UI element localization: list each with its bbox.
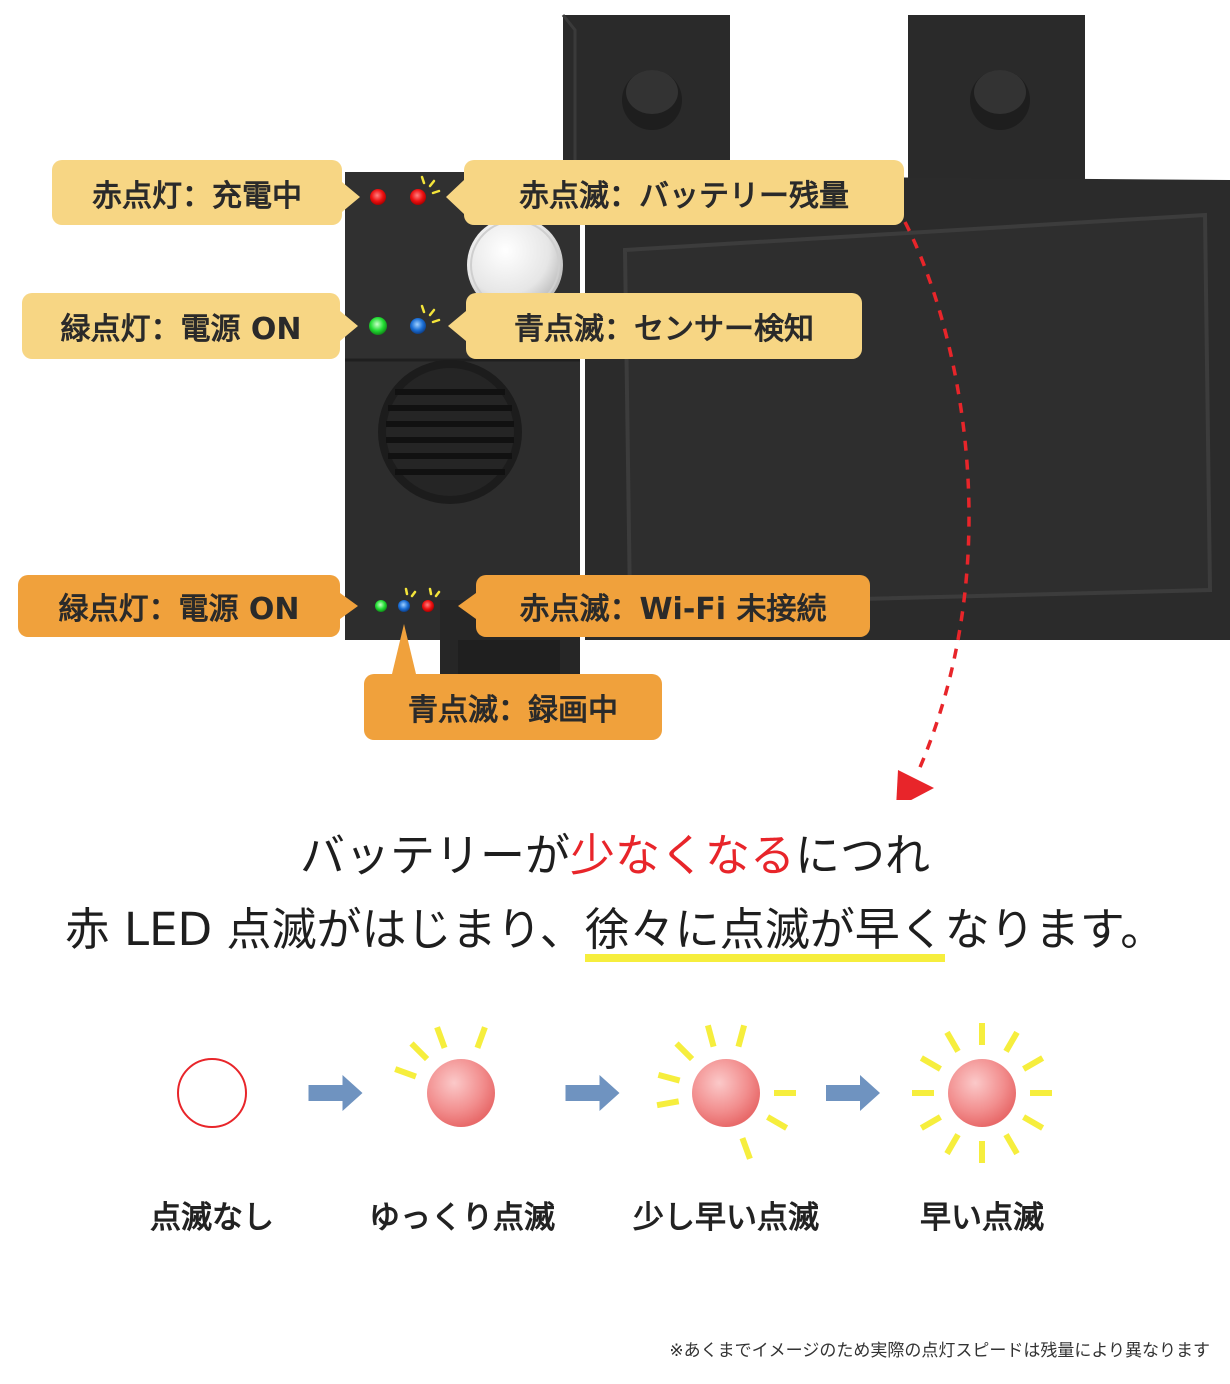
- blink-ray: [656, 1098, 680, 1109]
- callout-red-solid: 赤点灯：充電中: [52, 160, 342, 225]
- headline-text: 赤 LED 点滅がはじまり、: [64, 903, 585, 956]
- callout-blue-blink-rec: 青点滅：録画中: [364, 674, 662, 740]
- headline-emphasis-red: 少なくなる: [569, 829, 795, 882]
- led-blue-blink: [410, 318, 426, 334]
- blink-ray: [944, 1133, 961, 1156]
- step-label-2: ゆっくり点滅: [369, 1200, 555, 1236]
- blink-ray: [919, 1055, 942, 1072]
- blink-ray: [766, 1114, 789, 1131]
- blink-ray: [944, 1030, 961, 1053]
- headline-text: バッテリーが: [299, 829, 570, 882]
- footnote: ※あくまでイメージのため実際の点灯スピードは残量により異なります: [669, 1341, 1210, 1361]
- blink-ray: [394, 1066, 417, 1080]
- blink-ray: [474, 1026, 488, 1049]
- headline-line-1: バッテリーが少なくなるにつれ: [0, 826, 1230, 886]
- arrow-right-icon: [565, 1075, 620, 1111]
- led-red-solid: [370, 189, 386, 205]
- led-state-4: [948, 1059, 1016, 1127]
- blink-ray: [434, 1026, 448, 1049]
- headline-highlight: 徐々に点滅が早く: [584, 903, 945, 956]
- led-state-2: [427, 1059, 495, 1127]
- blink-ray: [1022, 1114, 1045, 1131]
- callout-blue-blink: 青点滅：センサー検知: [466, 293, 862, 359]
- headline-text: なります。: [944, 903, 1166, 956]
- blink-ray: [1022, 1055, 1045, 1072]
- led-green-small: [375, 600, 387, 612]
- blink-ray: [657, 1071, 681, 1084]
- blink-ray: [1003, 1030, 1020, 1053]
- led-blue-small: [398, 600, 410, 612]
- panel-body: [585, 175, 1230, 640]
- speaker-grille: [378, 360, 522, 504]
- step-label-3: 少し早い点滅: [633, 1200, 819, 1236]
- callout-green-solid-2: 緑点灯：電源 ON: [18, 575, 340, 637]
- led-green-solid: [369, 317, 387, 335]
- callout-green-solid: 緑点灯：電源 ON: [22, 293, 340, 359]
- blink-ray: [735, 1024, 748, 1048]
- arrow-right-icon: [826, 1075, 880, 1111]
- step-label-1: 点滅なし: [150, 1200, 274, 1236]
- headline-text: につれ: [795, 829, 931, 882]
- callout-red-blink: 赤点滅：バッテリー残量: [464, 160, 904, 225]
- blink-ray: [704, 1024, 717, 1048]
- blink-ray: [409, 1041, 430, 1062]
- blink-ray: [1003, 1133, 1020, 1156]
- bracket-left: [561, 14, 730, 200]
- blink-ray: [919, 1114, 942, 1131]
- blink-sparkle: [404, 175, 441, 598]
- arrow-head: [896, 770, 934, 800]
- step-label-4: 早い点滅: [920, 1200, 1044, 1236]
- led-state-3: [692, 1059, 760, 1127]
- headline-line-2: 赤 LED 点滅がはじまり、徐々に点滅が早くなります。: [0, 900, 1230, 960]
- blink-progression: [177, 1023, 1052, 1163]
- led-red-blink: [410, 189, 426, 205]
- arrow-right-icon: [308, 1075, 363, 1111]
- led-red-small: [422, 600, 434, 612]
- dashed-arrow: [903, 221, 971, 773]
- callout-red-blink-wifi: 赤点滅：Wi-Fi 未接続: [476, 575, 870, 637]
- bracket-right: [908, 15, 1085, 200]
- blink-ray: [739, 1137, 753, 1160]
- led-state-1: [177, 1058, 247, 1128]
- blink-ray: [674, 1041, 695, 1062]
